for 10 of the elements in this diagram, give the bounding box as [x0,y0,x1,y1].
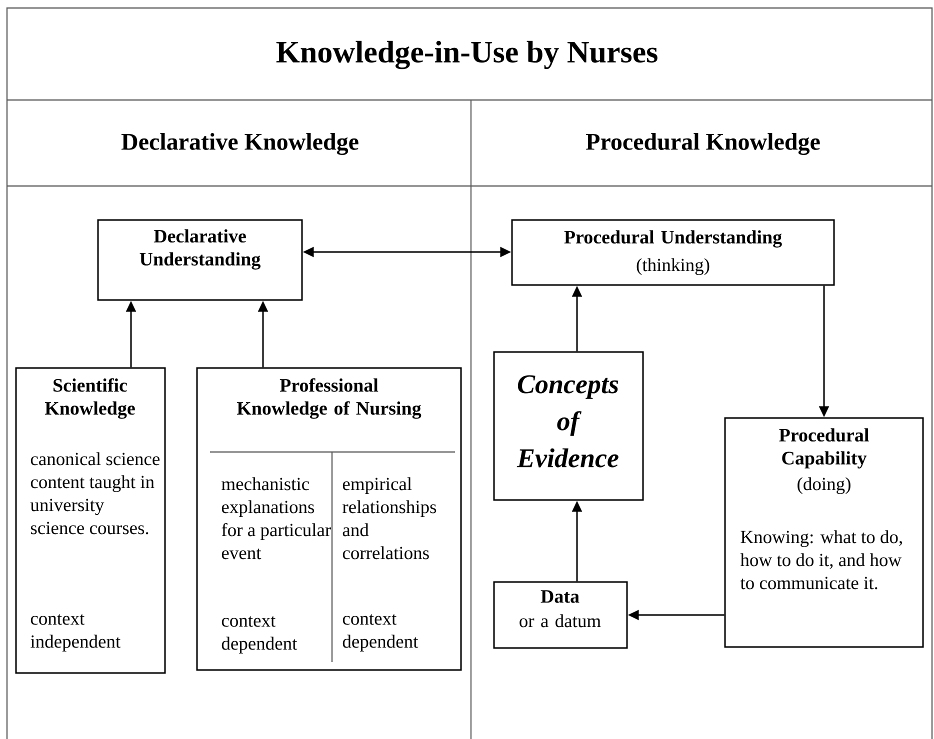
concept-box: Procedural Understanding (thinking) [511,219,835,286]
knowledge-box: Scientific Knowledge canonical science content taught in university science courses. context independent [15,367,166,674]
concept-box: Declarative Understanding [97,219,303,301]
column-heading: Procedural Knowledge [586,133,820,155]
knowledge-box: Professional Knowledge of Nursing mechanistic explanations for a particular event context dependent empirical relationships and correlations context dependent [196,367,462,671]
title: Knowledge-in-Use by Nurses [276,40,658,70]
concept-box: Concepts of Evidence [493,351,644,501]
capability-box: Procedural Capability (doing) Knowing: what to do, how to do it, and how to communicate it. [724,417,924,648]
column-heading: Declarative Knowledge [121,133,358,155]
data-box: Data or a datum [493,581,628,649]
